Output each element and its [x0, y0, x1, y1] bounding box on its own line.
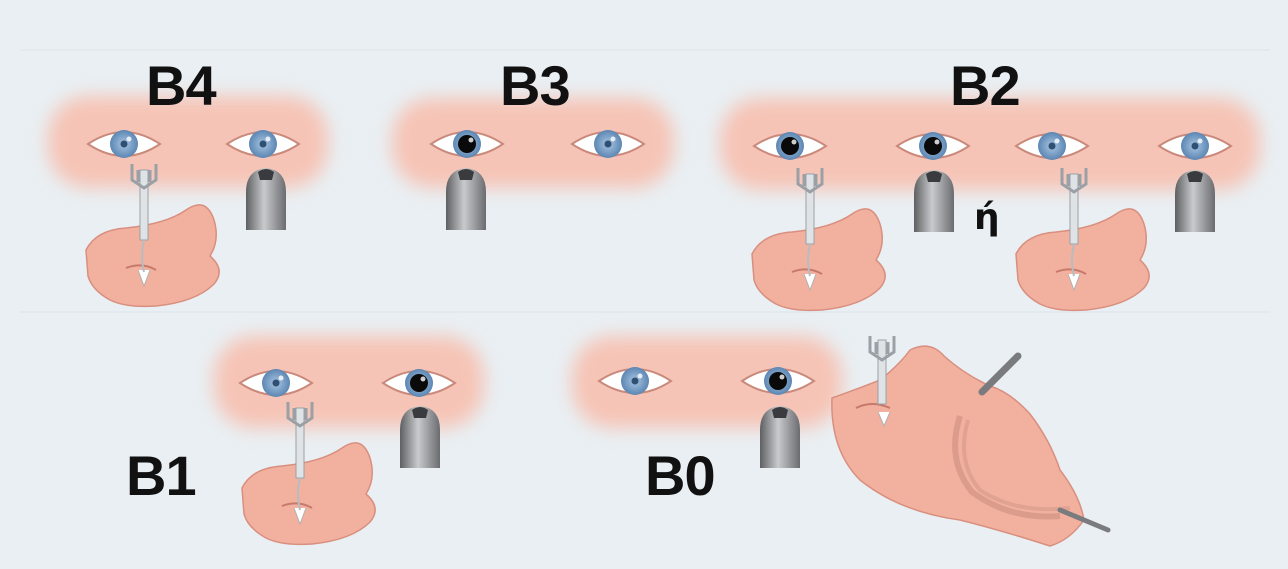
- probe-icon-b2-alt: [1175, 170, 1215, 232]
- probe-icon-b2: [914, 170, 954, 232]
- label-b3: B3: [500, 58, 570, 114]
- label-b0: B0: [645, 448, 715, 504]
- or-connector: ή: [974, 200, 1000, 236]
- probe-icon-b0: [760, 406, 800, 468]
- label-b4: B4: [146, 58, 216, 114]
- probe-icon-b4: [246, 168, 286, 230]
- probe-icon-b1: [400, 406, 440, 468]
- label-b2: B2: [950, 58, 1020, 114]
- probe-icon-b3: [446, 168, 486, 230]
- label-b1: B1: [126, 448, 196, 504]
